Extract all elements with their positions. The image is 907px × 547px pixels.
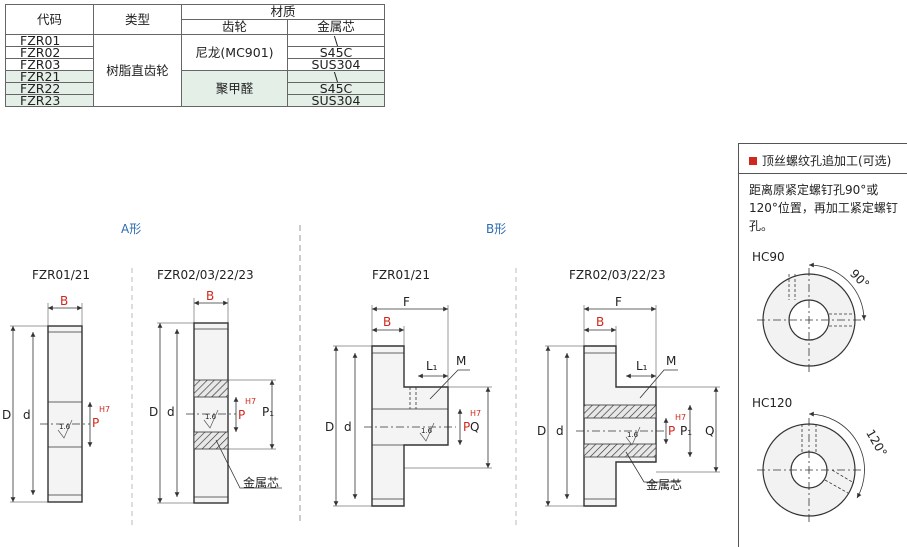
header-type: 类型 [93,4,182,35]
roughness-label: 1.6 [421,427,433,435]
dim-b: B [60,294,69,308]
a1-title: FZR01/21 [32,268,91,282]
hc120-label: HC120 [752,396,793,410]
hc90-diagram [757,262,867,372]
panel-description: 距离原紧定螺钉孔90°或120°位置，再加工紧定螺钉孔。 [749,183,898,233]
b2-title: FZR02/03/22/23 [569,268,666,282]
dim-p: P [668,424,676,438]
a2-title: FZR02/03/22/23 [157,268,254,282]
dim-p-h7: H7 [675,413,687,422]
dim-p-h7: H7 [245,397,257,406]
core-label: 金属芯 [243,476,280,490]
header-core: 金属芯 [287,19,385,35]
dim-d-inner: d [167,405,175,419]
header-code: 代码 [5,4,94,35]
gear-a2-section [157,298,282,504]
gear-a1-section [10,303,93,503]
dim-d-inner: d [344,420,352,434]
dim-b: B [383,315,392,329]
dim-d-outer: D [149,405,159,419]
dim-f: F [403,295,410,309]
row-code: FZR21 [5,70,94,83]
panel-title: 顶丝螺纹孔追加工(可选) [749,152,891,169]
dim-l1: L₁ [636,359,648,373]
dim-p: P [238,408,246,422]
dim-b: B [206,289,215,303]
core-label: 金属芯 [646,478,683,492]
dim-m: M [666,354,677,368]
dim-m: M [456,354,467,368]
dim-d-outer: D [537,424,547,438]
gear-cell-pom: 聚甲醛 [181,70,288,107]
dim-p: P [463,420,471,434]
material-table: 代码 类型 材质 齿轮 金属芯 FZR01 树脂直齿轮 尼龙(MC901) \ … [5,4,385,107]
dim-q: Q [705,424,715,438]
shape-a-title: A形 [121,222,142,236]
hc120-diagram [757,411,865,522]
dim-p: P [92,416,100,430]
dim-d-outer: D [2,408,12,422]
dim-d-inner: d [556,424,564,438]
b1-title: FZR01/21 [372,268,431,282]
row-core: SUS304 [287,58,385,71]
roughness-label: 1.6 [59,423,71,431]
option-panel: 顶丝螺纹孔追加工(可选) 距离原紧定螺钉孔90°或120°位置，再加工紧定螺钉孔… [738,143,907,547]
hc90-label: HC90 [752,250,785,264]
dim-q: Q [470,420,480,434]
dim-b: B [596,315,605,329]
type-cell: 树脂直齿轮 [93,34,182,107]
roughness-label: 1.6 [205,413,217,421]
gear-b1-section [333,305,492,507]
dim-f: F [615,295,622,309]
dim-p1: P₁ [262,405,275,419]
panel-divider [739,173,907,174]
dim-p-h7: H7 [99,405,111,414]
roughness-label: 1.6 [627,431,639,439]
gear-cell-nylon: 尼龙(MC901) [181,34,288,71]
panel-title-text: 顶丝螺纹孔追加工(可选) [762,154,892,168]
dim-p-h7: H7 [470,409,482,418]
dim-l1: L₁ [426,359,438,373]
dim-d-inner: d [23,408,31,422]
dim-p1: P₁ [680,424,693,438]
row-core: SUS304 [287,94,385,107]
shape-b-title: B形 [486,222,507,236]
row-core: S45C [287,46,385,59]
bullet-square-icon [749,157,757,165]
dim-d-outer: D [325,420,335,434]
gear-b2-section [545,305,720,507]
row-code: FZR23 [5,94,94,107]
